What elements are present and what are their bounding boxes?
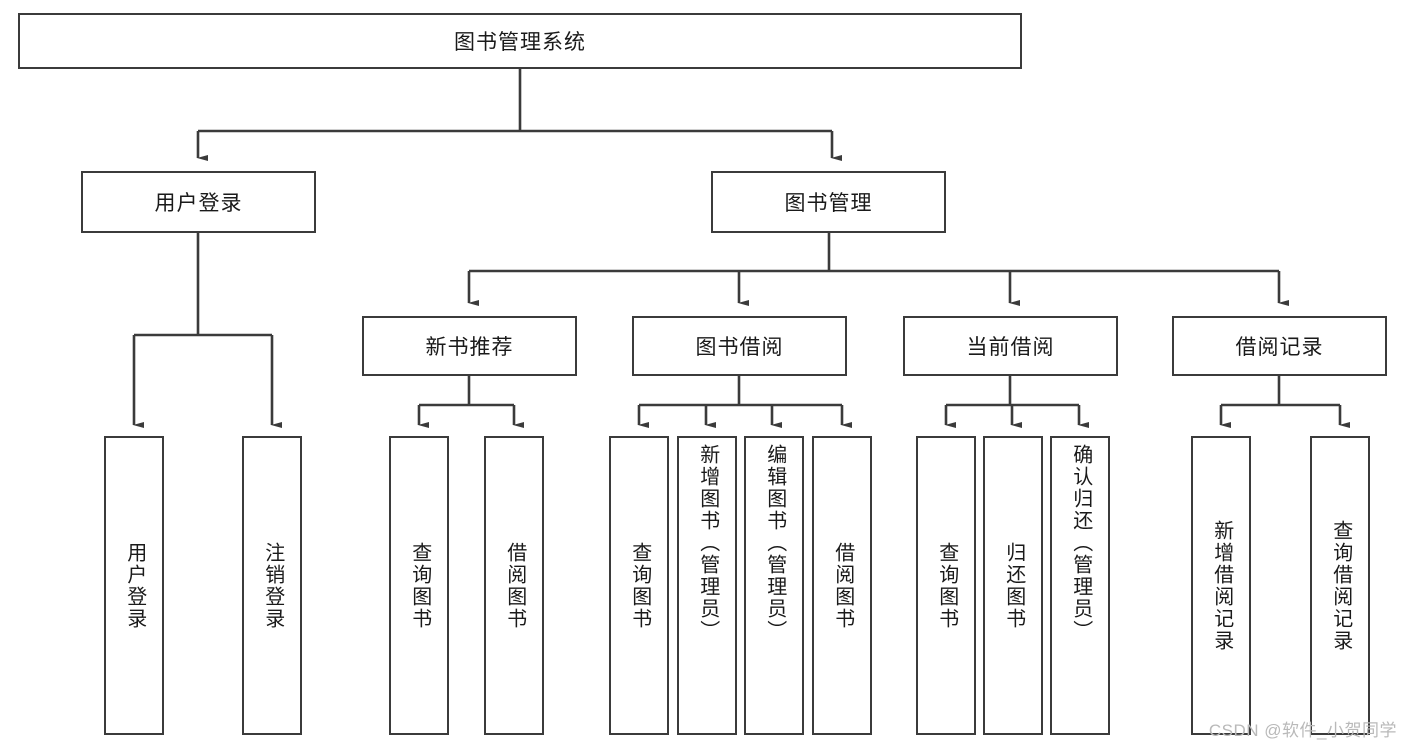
node-current-borrow-label: 当前借阅 xyxy=(966,336,1055,359)
leaf-edit-book-label: 编辑图书（管理员） xyxy=(763,444,786,642)
leaf-logout-label: 注销登录 xyxy=(261,541,284,630)
node-new-book-recommend-label: 新书推荐 xyxy=(425,336,514,359)
leaf-add-book[interactable]: 新增图书（管理员） xyxy=(677,436,737,735)
node-borrow-record[interactable]: 借阅记录 xyxy=(1172,316,1387,376)
node-root-label: 图书管理系统 xyxy=(454,31,586,54)
leaf-query-record-label: 查询借阅记录 xyxy=(1329,519,1352,652)
node-book-manage[interactable]: 图书管理 xyxy=(711,171,946,233)
leaf-query-book-1[interactable]: 查询图书 xyxy=(389,436,449,735)
leaf-borrow-book-1-label: 借阅图书 xyxy=(503,541,526,630)
node-user-login[interactable]: 用户登录 xyxy=(81,171,316,233)
leaf-query-book-3[interactable]: 查询图书 xyxy=(916,436,976,735)
leaf-add-record[interactable]: 新增借阅记录 xyxy=(1191,436,1251,735)
leaf-query-book-1-label: 查询图书 xyxy=(408,541,431,630)
leaf-borrow-book-1[interactable]: 借阅图书 xyxy=(484,436,544,735)
leaf-logout[interactable]: 注销登录 xyxy=(242,436,302,735)
node-borrow-record-label: 借阅记录 xyxy=(1235,336,1324,359)
leaf-user-login[interactable]: 用户登录 xyxy=(104,436,164,735)
node-book-manage-label: 图书管理 xyxy=(784,192,873,215)
node-user-login-label: 用户登录 xyxy=(154,192,243,215)
leaf-confirm-return[interactable]: 确认归还（管理员） xyxy=(1050,436,1110,735)
leaf-query-book-3-label: 查询图书 xyxy=(935,541,958,630)
leaf-borrow-book-2-label: 借阅图书 xyxy=(831,541,854,630)
leaf-confirm-return-label: 确认归还（管理员） xyxy=(1069,444,1092,642)
leaf-add-book-label: 新增图书（管理员） xyxy=(696,444,719,642)
leaf-query-book-2[interactable]: 查询图书 xyxy=(609,436,669,735)
node-root[interactable]: 图书管理系统 xyxy=(18,13,1022,69)
leaf-return-book[interactable]: 归还图书 xyxy=(983,436,1043,735)
leaf-borrow-book-2[interactable]: 借阅图书 xyxy=(812,436,872,735)
leaf-user-login-label: 用户登录 xyxy=(123,541,146,630)
leaf-query-book-2-label: 查询图书 xyxy=(628,541,651,630)
node-new-book-recommend[interactable]: 新书推荐 xyxy=(362,316,577,376)
node-current-borrow[interactable]: 当前借阅 xyxy=(903,316,1118,376)
watermark: CSDN @软件_小贺同学 xyxy=(1208,721,1397,740)
node-book-borrow[interactable]: 图书借阅 xyxy=(632,316,847,376)
leaf-return-book-label: 归还图书 xyxy=(1002,541,1025,630)
node-book-borrow-label: 图书借阅 xyxy=(695,336,784,359)
leaf-query-record[interactable]: 查询借阅记录 xyxy=(1310,436,1370,735)
leaf-edit-book[interactable]: 编辑图书（管理员） xyxy=(744,436,804,735)
leaf-add-record-label: 新增借阅记录 xyxy=(1210,519,1233,652)
